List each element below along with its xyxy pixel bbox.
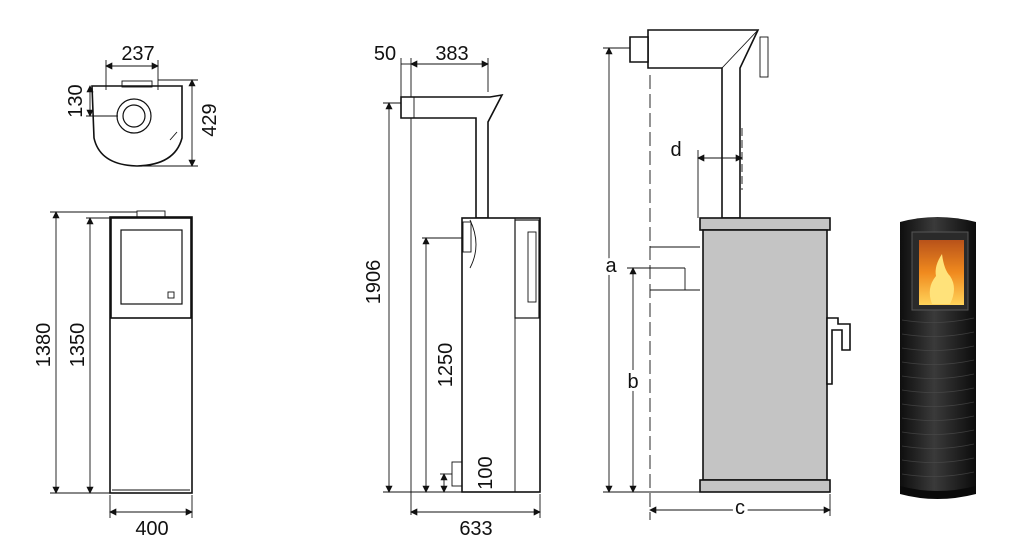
stove-product-image [900,217,976,499]
dim-side-outlet-height: 1250 [435,343,457,388]
schematic-body [702,229,828,481]
schematic-flue-pipe [647,29,760,219]
dim-side-inlet-height: 100 [475,456,497,489]
schematic-label-c: c [735,497,745,519]
dim-front-total-height: 1380 [33,323,55,368]
top-view: 237 130 429 [65,43,221,167]
top-view-handle [169,131,178,141]
front-view-door [110,217,192,319]
dim-front-body-height: 1350 [67,323,89,368]
stove-photo-base [900,486,976,499]
side-view-heat-shield [469,219,477,269]
schematic-label-d: d [670,139,681,161]
flame-icon [929,254,954,304]
schematic-pipe-collar [629,36,649,63]
dim-side-total-height: 1906 [363,260,385,305]
dim-top-width: 237 [121,43,154,65]
front-view: 1380 1350 400 [33,210,193,540]
side-view: 50 383 1906 1250 100 633 [363,43,541,540]
dim-front-width: 400 [135,518,168,540]
dim-top-depth: 429 [199,103,221,136]
side-view-flue-pipe [400,93,504,219]
stove-photo-texture [901,317,975,477]
side-view-door [514,219,540,319]
schematic-base [699,479,831,493]
dim-side-pipe-length: 383 [435,43,468,65]
front-view-top-plate [136,210,166,218]
flue-outlet-inner [122,104,146,128]
schematic-top-plate [699,217,831,231]
installation-schematic: d a b c [602,29,851,522]
top-view-collar [121,80,153,88]
schematic-wall-bracket [759,36,769,78]
schematic-label-b: b [627,371,638,393]
dim-side-depth: 633 [459,518,492,540]
side-view-outlet-grille [462,221,472,253]
side-view-inlet-socket [451,461,463,487]
dim-top-offset: 130 [65,84,87,117]
side-view-glass [527,231,537,303]
side-view-body [461,217,541,493]
schematic-label-a: a [605,255,617,277]
schematic-handle [826,317,851,385]
front-view-door-latch [167,291,175,299]
dim-side-rear-offset: 50 [374,43,396,65]
front-view-glass [120,229,183,305]
